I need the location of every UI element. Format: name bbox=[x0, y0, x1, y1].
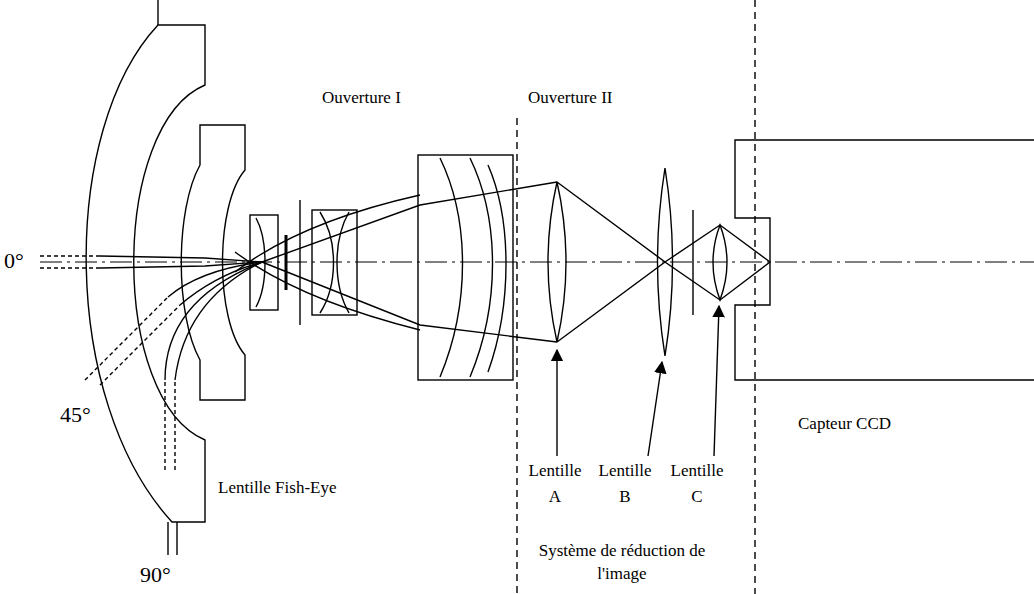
filter bbox=[692, 210, 693, 315]
lens-surface bbox=[320, 212, 334, 313]
ray bbox=[157, 0, 158, 25]
part-name: Capteur CCD bbox=[798, 414, 891, 434]
lens-c bbox=[713, 225, 727, 300]
ray bbox=[235, 195, 420, 272]
lens-group bbox=[418, 155, 513, 380]
ccd-housing bbox=[735, 140, 1034, 380]
ray-90deg bbox=[164, 380, 165, 470]
ray-0deg bbox=[40, 255, 100, 256]
lens-element bbox=[181, 125, 245, 400]
aperture-label: Ouverture II bbox=[528, 88, 613, 108]
group-label: Système de réduction de l'image bbox=[532, 540, 712, 586]
lens-surface bbox=[440, 158, 463, 377]
angle-label: 0° bbox=[4, 248, 24, 274]
ray-45deg bbox=[100, 305, 180, 385]
ray bbox=[100, 256, 262, 262]
ray bbox=[176, 522, 177, 555]
lens-a bbox=[548, 182, 566, 342]
lens-surface bbox=[488, 165, 506, 372]
pointer-arrow bbox=[714, 306, 719, 456]
ray bbox=[665, 225, 770, 300]
lens-label: Lentille B bbox=[594, 458, 656, 509]
part-name: Lentille Fish-Eye bbox=[218, 478, 337, 498]
lens-surface bbox=[337, 212, 349, 313]
ray-0deg bbox=[40, 267, 100, 268]
boundary-line bbox=[754, 0, 755, 594]
ray bbox=[175, 262, 262, 380]
ray bbox=[557, 182, 665, 342]
ray-45deg bbox=[85, 297, 168, 380]
pointer-arrow bbox=[556, 350, 557, 456]
ray bbox=[165, 262, 262, 380]
ray bbox=[262, 262, 557, 342]
ray bbox=[235, 252, 420, 330]
ray bbox=[167, 522, 168, 555]
lens-surface bbox=[470, 158, 493, 377]
pointer-arrow bbox=[648, 362, 662, 456]
ray bbox=[262, 182, 557, 262]
optical-axis bbox=[40, 262, 1034, 263]
lens-label: Lentille A bbox=[524, 458, 586, 509]
aperture-label: Ouverture I bbox=[322, 88, 401, 108]
ray bbox=[100, 262, 262, 268]
angle-label: 45° bbox=[60, 402, 91, 428]
fisheye-element bbox=[86, 25, 205, 522]
aperture-stop bbox=[299, 200, 300, 325]
lens-label: Lentille C bbox=[666, 458, 728, 509]
ray-90deg bbox=[174, 380, 175, 470]
angle-label: 90° bbox=[140, 562, 171, 588]
